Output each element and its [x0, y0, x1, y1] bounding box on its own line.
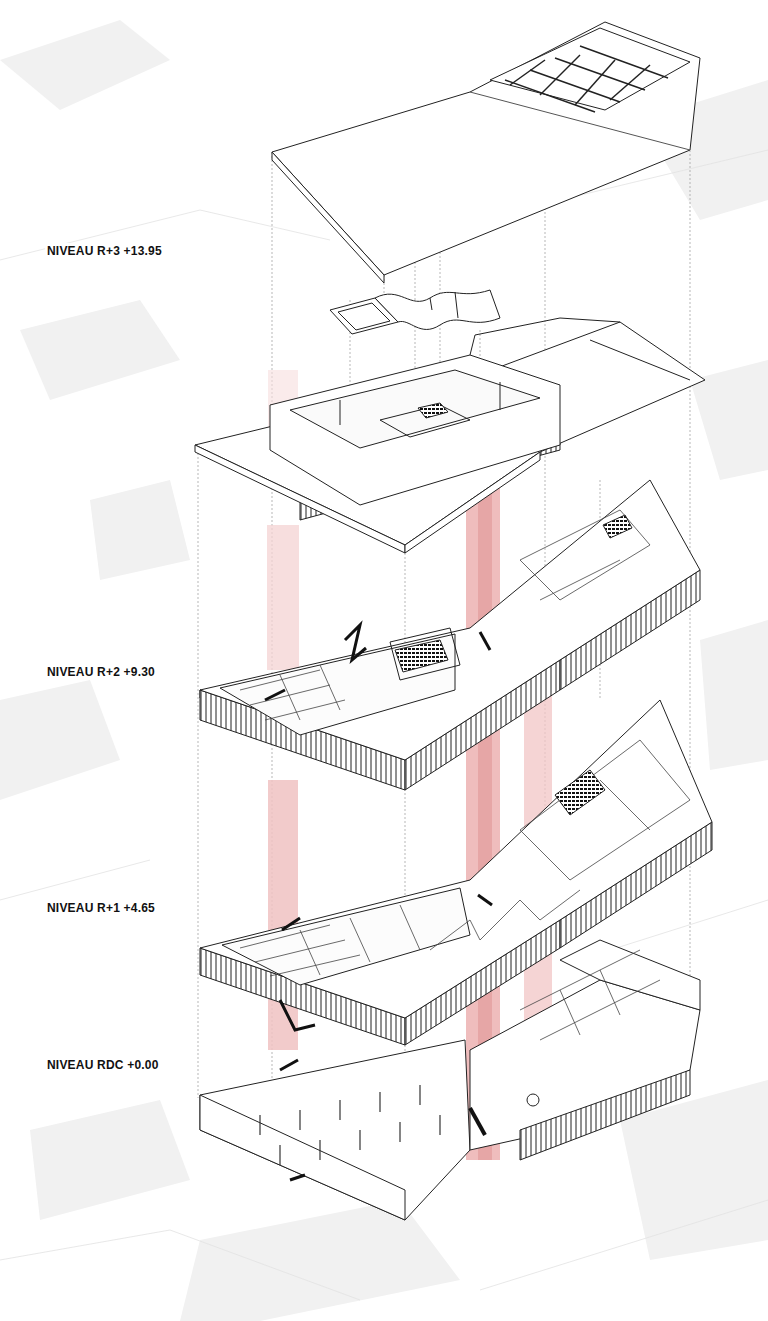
context-lines [0, 150, 768, 1300]
context-buildings [0, 20, 768, 1321]
ceiling-sculpture [330, 290, 500, 334]
level-label: NIVEAU R+3 +13.95 [45, 243, 164, 259]
roof [272, 22, 700, 283]
level-label: NIVEAU R+1 +4.65 [45, 900, 157, 916]
level-label: NIVEAU R+2 +9.30 [45, 664, 157, 680]
level-label: NIVEAU RDC +0.00 [45, 1057, 161, 1073]
slab-rdc [200, 890, 700, 1220]
